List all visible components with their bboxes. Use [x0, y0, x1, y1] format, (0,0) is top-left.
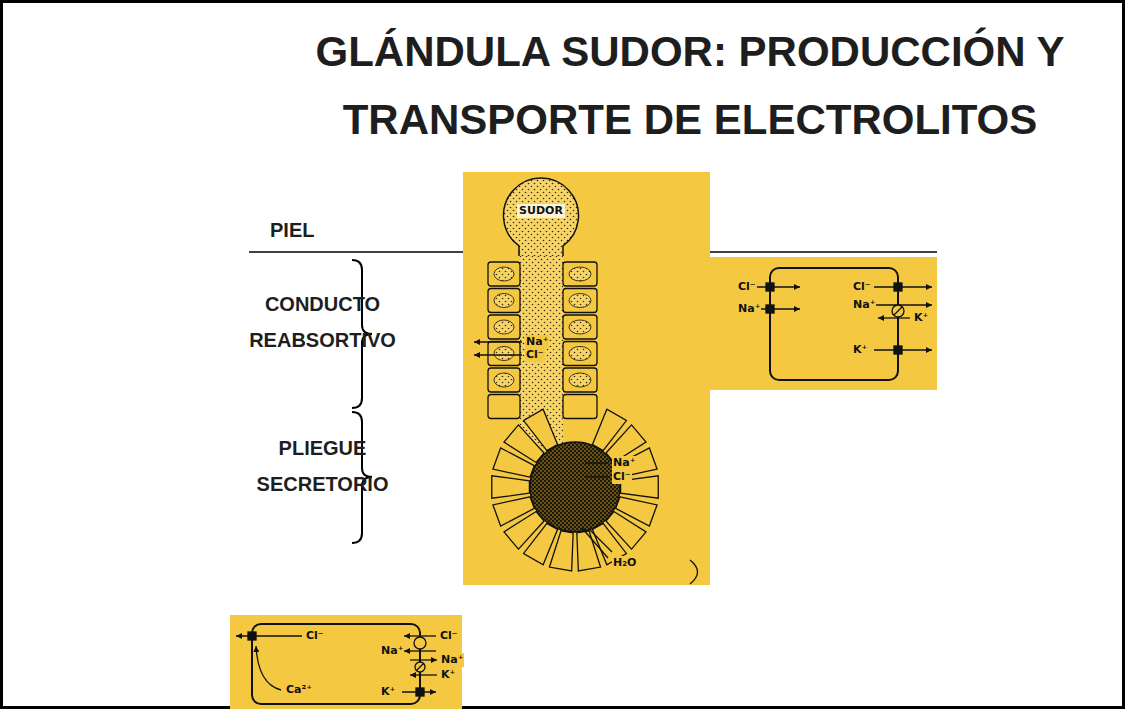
cell-inset	[878, 317, 910, 318]
ion-label: Na⁺	[612, 456, 636, 470]
cell-inset	[236, 635, 302, 636]
duct-cell	[494, 267, 514, 281]
ion-arrow	[474, 341, 522, 342]
duct-cell	[569, 347, 591, 361]
cell-inset	[874, 286, 932, 287]
ion-label: Na⁺	[852, 298, 876, 312]
duct-cell	[563, 368, 597, 392]
ion-label: K⁺	[852, 343, 868, 357]
ion-label: Cl⁻	[852, 280, 872, 294]
ion-label: Cl⁻	[525, 348, 545, 362]
duct-cell	[563, 289, 597, 313]
ion-arrow	[585, 476, 609, 477]
cell-inset	[894, 346, 902, 354]
ion-arrow	[590, 530, 612, 552]
duct-cell	[488, 289, 520, 313]
node-text: SUDOR	[517, 204, 565, 218]
inset-panel	[710, 257, 937, 390]
duct-cell	[488, 262, 597, 419]
ion-label: Na⁺	[440, 653, 464, 667]
ion-label: Cl⁻	[439, 629, 459, 643]
duct-cell	[569, 267, 591, 281]
duct-cell	[488, 368, 520, 392]
cell-inset	[770, 268, 898, 380]
ion-label: Na⁺	[380, 644, 404, 658]
inset-panel	[230, 615, 462, 709]
cell-inset	[248, 632, 256, 640]
duct-cell	[494, 347, 514, 361]
cell-inset	[416, 663, 424, 671]
cell-inset	[410, 659, 437, 660]
cell-inset	[766, 305, 774, 313]
region-label: PLIEGUE SECRETORIO	[240, 430, 405, 502]
cell-inset	[414, 637, 426, 649]
region-label: CONDUCTO REABSORTIVO	[240, 286, 405, 358]
duct-cell	[494, 373, 514, 387]
duct-cell	[488, 395, 520, 419]
droplet-outline	[504, 178, 579, 256]
ion-label: Cl⁻	[305, 629, 325, 643]
cell-inset	[874, 304, 932, 305]
duct-cell	[494, 320, 514, 334]
ion-arrow	[474, 354, 522, 355]
ion-label: H₂O	[612, 556, 637, 570]
ion-arrow	[585, 462, 609, 463]
secretory-coil	[492, 409, 658, 571]
ion-label: K⁺	[913, 311, 929, 325]
ion-label: K⁺	[440, 668, 456, 682]
duct-cell	[488, 315, 520, 339]
main-panel	[463, 172, 710, 585]
cell-inset	[894, 307, 902, 315]
cell-inset	[416, 688, 424, 696]
ion-label: Ca²⁺	[285, 683, 313, 697]
cell-inset	[256, 646, 281, 690]
cell-inset	[236, 624, 437, 704]
duct-cell	[488, 262, 520, 286]
cell-inset	[894, 283, 902, 291]
secretory-coil	[492, 476, 530, 499]
cell-inset	[757, 286, 800, 287]
duct-cell	[563, 395, 597, 419]
cell-inset	[757, 308, 800, 309]
ion-label: Cl⁻	[737, 280, 757, 294]
secretory-coil	[524, 409, 558, 450]
ion-label: K⁺	[380, 685, 396, 699]
ion-label: Na⁺	[737, 302, 761, 316]
cell-inset	[766, 283, 774, 291]
cell-inset	[892, 305, 904, 317]
duct-cell	[563, 262, 597, 286]
duct-cell	[563, 315, 597, 339]
layer-label: PIEL	[270, 212, 314, 248]
secretory-coil	[530, 442, 620, 532]
secretory-coil	[493, 497, 534, 526]
ion-label: Na⁺	[525, 335, 549, 349]
ion-arrow	[474, 342, 698, 584]
cell-inset	[415, 662, 425, 672]
cell-inset	[410, 674, 437, 675]
duct-cell	[569, 373, 591, 387]
ion-arrow	[582, 528, 608, 558]
cell-inset	[874, 349, 932, 350]
duct-cell	[488, 342, 520, 366]
cell-inset	[757, 268, 932, 380]
title: GLÁNDULA SUDOR: PRODUCCIÓN Y TRANSPORTE …	[230, 18, 1125, 154]
duct-cell	[563, 342, 597, 366]
duct-cell	[569, 294, 591, 308]
cell-inset	[404, 650, 436, 651]
duct-cell	[569, 320, 591, 334]
ion-label: Cl⁻	[612, 470, 632, 484]
sweat-droplet: SUDOR	[497, 176, 585, 256]
duct-cell	[494, 294, 514, 308]
ion-arrow	[690, 560, 698, 584]
